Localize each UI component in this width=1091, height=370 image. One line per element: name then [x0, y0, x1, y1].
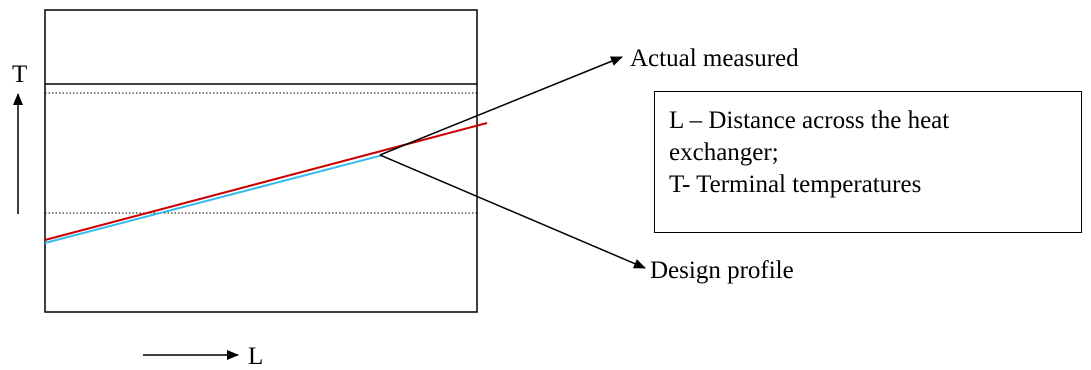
l-axis-label: L [248, 343, 264, 370]
legend-box: L – Distance across the heat exchanger; … [654, 91, 1082, 233]
design-profile-line [44, 154, 384, 244]
callout-design-arrow [379, 154, 646, 269]
actual-measured-label: Actual measured [630, 45, 799, 72]
design-profile-label: Design profile [650, 257, 794, 284]
actual-measured-line [44, 122, 488, 241]
legend-line-temperature: T- Terminal temperatures [669, 171, 922, 198]
legend-line-exchanger: exchanger; [669, 139, 779, 166]
t-axis-label: T [12, 61, 28, 88]
callout-actual-arrow [379, 56, 623, 156]
plot-frame [44, 9, 478, 313]
legend-line-distance: L – Distance across the heat [669, 107, 950, 134]
